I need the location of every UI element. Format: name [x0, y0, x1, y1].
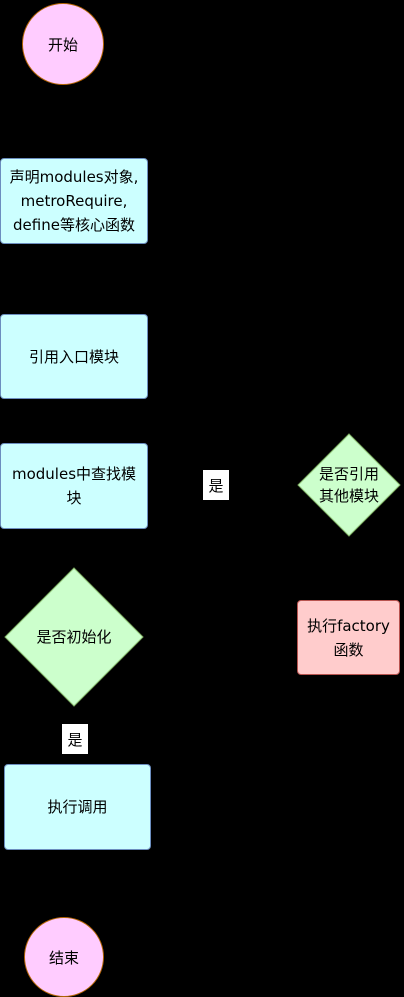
declare-label-line2: metroRequire,	[20, 192, 128, 210]
end-label: 结束	[48, 948, 79, 967]
end-node: 结束	[24, 917, 104, 997]
find-label-line1: modules中查找模	[11, 465, 137, 483]
entry-label: 引用入口模块	[28, 347, 119, 366]
reference-entry-module-node: 引用入口模块	[0, 314, 148, 399]
find-module-node: modules中查找模 块	[0, 443, 148, 529]
is-initialized-decision: 是否初始化	[4, 567, 144, 707]
declare-label-line1: 声明modules对象,	[9, 168, 139, 186]
start-node: 开始	[22, 3, 104, 85]
references-other-modules-decision: 是否引用 其他模块	[297, 433, 401, 537]
references-other-line2: 其他模块	[318, 487, 379, 505]
execute-factory-node: 执行factory 函数	[297, 600, 400, 675]
decision-diamond-shape	[4, 567, 144, 707]
start-label: 开始	[47, 35, 78, 54]
find-label-line2: 块	[66, 489, 82, 507]
is-initialized-label: 是否初始化	[36, 628, 112, 646]
edge-label-yes-references: 是	[203, 470, 229, 500]
edge-label-yes-initialized: 是	[62, 724, 88, 754]
execute-call-label: 执行调用	[47, 798, 108, 816]
decision-diamond-shape	[297, 433, 401, 537]
execute-call-node: 执行调用	[4, 764, 151, 850]
factory-label-line1: 执行factory	[307, 616, 390, 635]
factory-label-line2: 函数	[333, 640, 364, 659]
declare-label-line3: define等核心函数	[13, 216, 135, 234]
declare-core-functions-node: 声明modules对象, metroRequire, define等核心函数	[0, 158, 148, 244]
references-other-line1: 是否引用	[318, 465, 379, 483]
